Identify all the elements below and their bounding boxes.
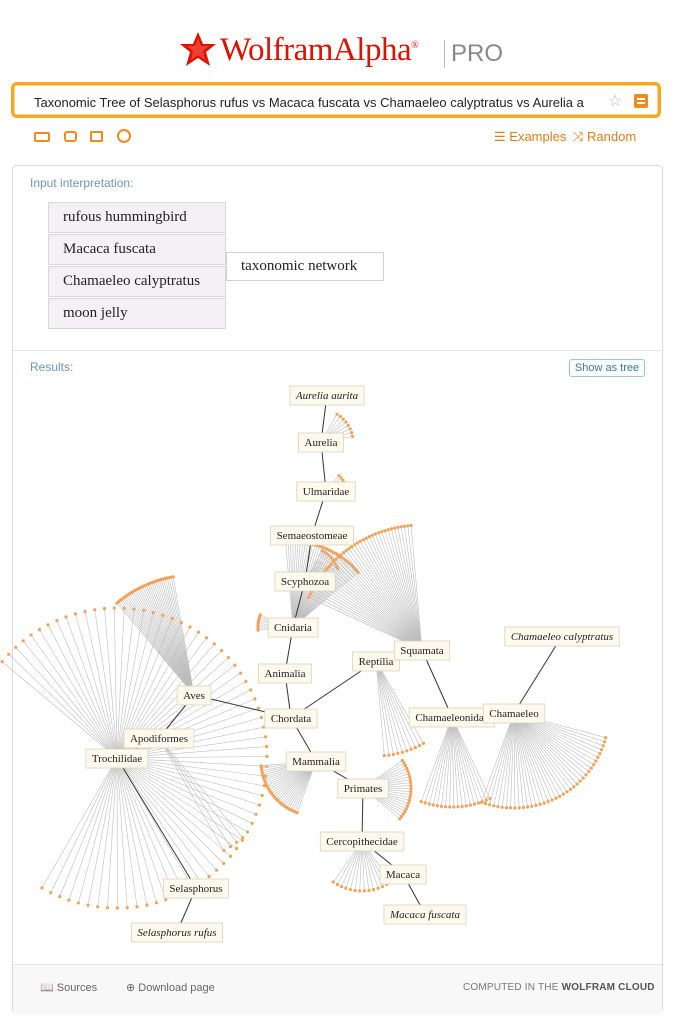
list-icon[interactable] <box>90 131 103 142</box>
results-label: Results: <box>30 360 74 374</box>
interpretation-item: Macaca fuscata <box>48 234 226 265</box>
leaf-node <box>0 660 4 664</box>
brand-name: WolframAlpha® <box>220 32 419 68</box>
examples-link[interactable]: ☰ Examples <box>494 129 567 144</box>
menu-icon[interactable] <box>634 94 648 108</box>
pod-divider <box>13 350 662 351</box>
leaf-node <box>7 652 11 656</box>
interpretation-item: Chamaeleo calyptratus <box>48 266 226 297</box>
interpretation-relation: taxonomic network <box>226 252 384 281</box>
camera-icon[interactable] <box>64 131 77 142</box>
download-page-link[interactable]: ⊕ Download page <box>126 982 215 994</box>
input-interpretation-label: Input interpretation: <box>30 176 134 190</box>
random-link[interactable]: ⤨ Random <box>573 129 637 144</box>
computed-in-cloud-label: COMPUTED IN THE WOLFRAM CLOUD <box>463 982 655 993</box>
show-as-tree-button[interactable]: Show as tree <box>569 359 645 377</box>
pod-footer <box>13 964 662 1013</box>
search-bar[interactable]: Taxonomic Tree of Selasphorus rufus vs M… <box>11 82 661 118</box>
book-icon: 📖 <box>40 982 54 994</box>
interpretation-item: moon jelly <box>48 298 226 329</box>
spikey-logo-icon <box>180 32 216 66</box>
share-icon[interactable] <box>117 129 131 143</box>
interpretation-item: rufous hummingbird <box>48 202 226 233</box>
download-icon: ⊕ <box>126 982 136 994</box>
keyboard-icon[interactable] <box>34 132 50 142</box>
star-icon[interactable]: ☆ <box>608 93 623 110</box>
edition-label: PRO <box>444 40 503 68</box>
search-input[interactable]: Taxonomic Tree of Selasphorus rufus vs M… <box>34 95 584 110</box>
sources-link[interactable]: 📖 Sources <box>40 982 98 994</box>
